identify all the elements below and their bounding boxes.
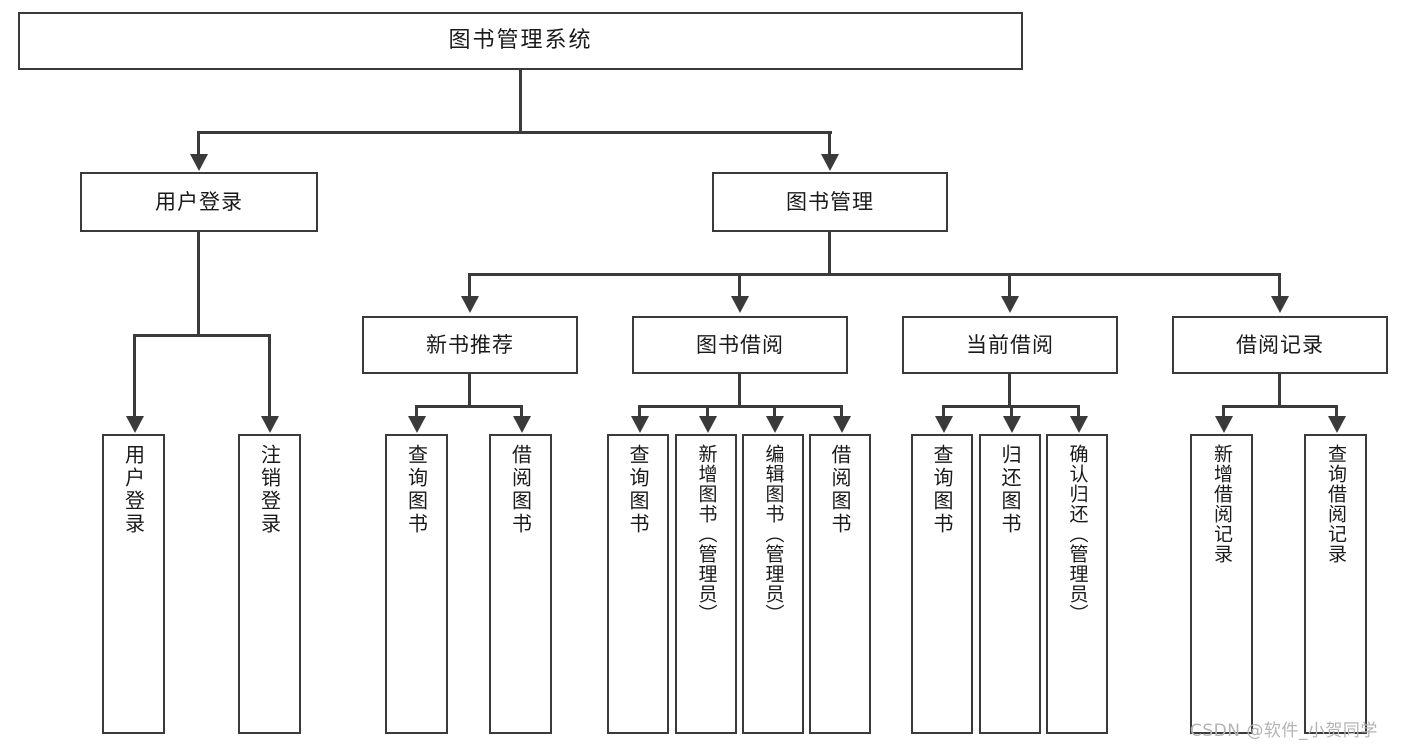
node-label: 查询借阅记录 <box>1325 444 1347 564</box>
connector-root-to-book-management <box>828 131 831 157</box>
arrow-to-borrow-record <box>1271 296 1289 313</box>
connector-nbr-to-leaf-2 <box>520 405 523 418</box>
arrow-to-bb-leaf-3 <box>766 416 784 433</box>
node-label: 查询图书 <box>404 444 429 536</box>
node-label: 图书管理系统 <box>448 28 593 54</box>
arrow-to-br-leaf-2 <box>1328 416 1346 433</box>
arrow-to-cb-leaf-3 <box>1070 416 1088 433</box>
leaf-logout[interactable]: 注销登录 <box>238 434 301 734</box>
connector-cb-to-leaf-2 <box>1010 405 1013 418</box>
leaf-query-book-bb[interactable]: 查询图书 <box>607 434 669 734</box>
connector-cb-to-leaf-1 <box>942 405 945 418</box>
connector-br-to-leaf-2 <box>1335 405 1338 418</box>
connector-bb-to-leaf-1 <box>638 405 641 418</box>
connector-cb-to-leaf-3 <box>1077 405 1080 418</box>
node-user-login[interactable]: 用户登录 <box>80 172 318 232</box>
leaf-query-borrow-record[interactable]: 查询借阅记录 <box>1304 434 1367 734</box>
arrow-to-cb-leaf-1 <box>935 416 953 433</box>
leaf-return-book[interactable]: 归还图书 <box>979 434 1041 734</box>
leaf-borrow-book-nbr[interactable]: 借阅图书 <box>489 434 552 734</box>
node-label: 新增图书（管理员） <box>695 444 718 624</box>
arrow-to-new-book-recommend <box>461 296 479 313</box>
arrow-to-bb-leaf-2 <box>699 416 717 433</box>
node-label: 借阅图书 <box>508 444 533 536</box>
node-label: 图书借阅 <box>696 332 784 357</box>
node-root-book-management-system[interactable]: 图书管理系统 <box>18 12 1023 70</box>
node-label: 借阅图书 <box>828 444 852 536</box>
leaf-query-book-nbr[interactable]: 查询图书 <box>385 434 448 734</box>
connector-br-bar <box>1222 405 1338 408</box>
node-label: 借阅记录 <box>1236 332 1324 357</box>
connector-bm-to-new-book <box>468 273 471 299</box>
connector-user-login-stem <box>197 232 200 336</box>
leaf-add-book-admin[interactable]: 新增图书（管理员） <box>675 434 737 734</box>
csdn-watermark: CSDN @软件_小贺同学 <box>1190 721 1378 741</box>
connector-root-bar <box>197 131 832 134</box>
node-label: 查询图书 <box>930 444 954 536</box>
node-label: 当前借阅 <box>966 332 1054 357</box>
leaf-edit-book-admin[interactable]: 编辑图书（管理员） <box>742 434 804 734</box>
leaf-confirm-return-admin[interactable]: 确认归还（管理员） <box>1046 434 1108 734</box>
node-book-management[interactable]: 图书管理 <box>712 172 948 232</box>
leaf-user-login[interactable]: 用户登录 <box>102 434 165 734</box>
connector-bb-to-leaf-4 <box>840 405 843 418</box>
connector-book-management-stem <box>828 232 831 274</box>
node-current-borrow[interactable]: 当前借阅 <box>902 316 1118 374</box>
connector-bm-to-current-borrow <box>1008 273 1011 299</box>
connector-book-management-bar <box>468 273 1280 276</box>
node-label: 注销登录 <box>257 444 282 536</box>
connector-user-login-bar <box>133 334 270 337</box>
connector-user-login-to-leaf-2 <box>268 334 271 418</box>
connector-bb-bar <box>638 405 843 408</box>
arrow-to-cb-leaf-2 <box>1003 416 1021 433</box>
node-book-borrow[interactable]: 图书借阅 <box>632 316 848 374</box>
connector-bb-stem <box>738 374 741 406</box>
connector-nbr-to-leaf-1 <box>415 405 418 418</box>
connector-bm-to-book-borrow <box>738 273 741 299</box>
node-label: 确认归还（管理员） <box>1066 444 1089 624</box>
connector-cb-stem <box>1008 374 1011 406</box>
connector-nbr-stem <box>468 374 471 406</box>
leaf-add-borrow-record[interactable]: 新增借阅记录 <box>1190 434 1253 734</box>
connector-bm-to-borrow-record <box>1278 273 1281 299</box>
node-label: 新增借阅记录 <box>1211 444 1233 564</box>
arrow-to-user-login <box>190 154 208 171</box>
arrow-to-leaf-user-login <box>126 416 144 433</box>
arrow-to-book-management <box>821 154 839 171</box>
node-borrow-record[interactable]: 借阅记录 <box>1172 316 1388 374</box>
arrow-to-br-leaf-1 <box>1215 416 1233 433</box>
connector-bb-to-leaf-3 <box>773 405 776 418</box>
node-label: 归还图书 <box>998 444 1022 536</box>
connector-user-login-to-leaf-1 <box>133 334 136 418</box>
node-label: 新书推荐 <box>426 332 514 357</box>
connector-br-to-leaf-1 <box>1222 405 1225 418</box>
arrow-to-nbr-leaf-2 <box>513 416 531 433</box>
leaf-query-book-cb[interactable]: 查询图书 <box>911 434 973 734</box>
arrow-to-bb-leaf-1 <box>631 416 649 433</box>
node-label: 查询图书 <box>626 444 650 536</box>
connector-bb-to-leaf-2 <box>706 405 709 418</box>
arrow-to-book-borrow <box>731 296 749 313</box>
node-label: 用户登录 <box>121 444 146 536</box>
node-label: 图书管理 <box>786 189 874 214</box>
arrow-to-current-borrow <box>1001 296 1019 313</box>
arrow-to-leaf-logout <box>261 416 279 433</box>
arrow-to-bb-leaf-4 <box>833 416 851 433</box>
connector-root-stem <box>519 70 522 132</box>
leaf-borrow-book-bb[interactable]: 借阅图书 <box>809 434 871 734</box>
arrow-to-nbr-leaf-1 <box>408 416 426 433</box>
connector-br-stem <box>1278 374 1281 406</box>
node-new-book-recommend[interactable]: 新书推荐 <box>362 316 578 374</box>
connector-root-to-user-login <box>197 131 200 157</box>
node-label: 用户登录 <box>155 189 243 214</box>
node-label: 编辑图书（管理员） <box>762 444 785 624</box>
connector-nbr-bar <box>415 405 523 408</box>
